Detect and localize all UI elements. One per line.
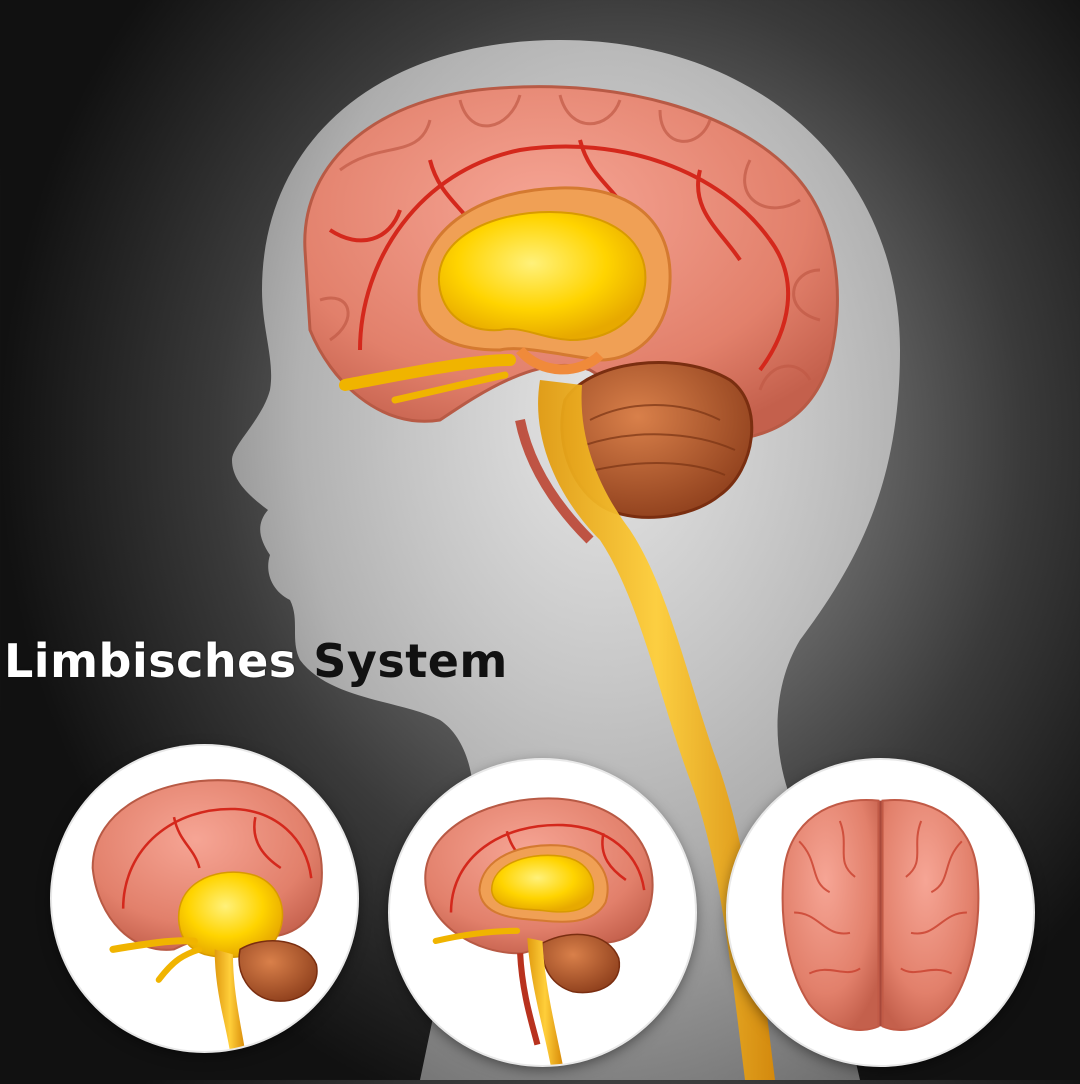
- title-label: Limbisches System: [4, 638, 508, 684]
- brain-top-icon: [781, 799, 980, 1031]
- brain-sagittal-icon: [424, 797, 654, 1065]
- title-word-2: System: [313, 634, 508, 688]
- sagittal-brain-view-small: [390, 760, 695, 1065]
- spinal-cord: [538, 380, 775, 1080]
- limbic-structure: [437, 210, 647, 342]
- brain-sagittal-icon: [91, 779, 323, 1051]
- olfactory-tract: [339, 354, 516, 391]
- top-brain-view: [728, 760, 1033, 1065]
- title-word-1: Limbisches: [4, 634, 297, 688]
- sagittal-brain-view-large: [52, 746, 357, 1051]
